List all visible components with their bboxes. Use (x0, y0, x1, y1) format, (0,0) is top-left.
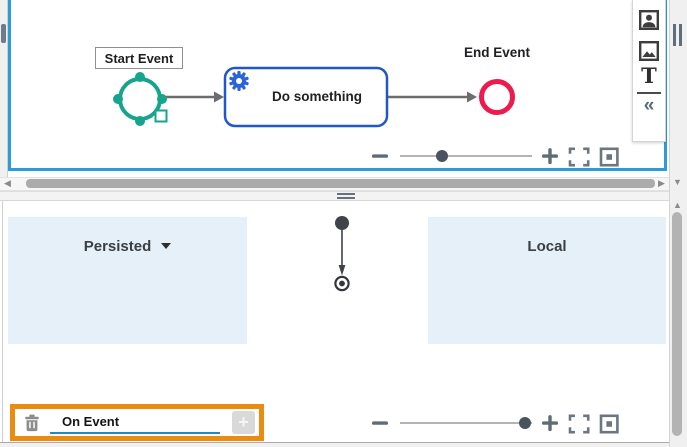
trash-icon[interactable] (24, 414, 40, 432)
diagram-zoombar (372, 147, 619, 167)
user-image-icon[interactable] (639, 10, 659, 30)
panel-bottom-border (0, 442, 669, 443)
task-node[interactable] (223, 66, 389, 128)
events-zoombar (372, 414, 619, 434)
zoom-in-icon[interactable] (542, 415, 558, 432)
gear-icon (229, 71, 249, 91)
scroll-right-arrow-icon[interactable]: ▶ (658, 178, 665, 188)
group-persisted-header[interactable]: Persisted (8, 217, 247, 255)
diagram-panel-border-bottom (8, 168, 667, 171)
event-bar-highlighted[interactable]: On Event + (10, 404, 264, 441)
zoom-in-icon[interactable] (542, 148, 558, 165)
toolbar-divider (637, 92, 661, 94)
zoom-out-icon[interactable] (372, 154, 388, 158)
end-event-node[interactable] (479, 79, 515, 115)
group-persisted-label: Persisted (83, 238, 152, 255)
selection-handle-left[interactable] (113, 94, 123, 104)
left-scrollbar-thumb[interactable] (1, 24, 6, 43)
start-event-label[interactable]: Start Event (95, 47, 183, 69)
sequence-flow-2[interactable] (388, 91, 477, 103)
end-event-label: End Event (463, 45, 530, 60)
scroll-down-arrow-icon[interactable]: ▼ (673, 177, 682, 187)
bottom-gutter (0, 443, 669, 447)
text-icon[interactable]: T (641, 63, 657, 88)
fit-screen-icon[interactable] (568, 147, 590, 167)
selection-handle-bottom[interactable] (135, 116, 145, 126)
right-scrollbar-grip[interactable] (673, 24, 682, 46)
right-scrollbar-thumb[interactable] (672, 212, 682, 436)
zoom-out-icon[interactable] (372, 421, 388, 425)
scroll-up-arrow-icon[interactable]: ▲ (673, 200, 682, 210)
selection-handle-top[interactable] (135, 72, 145, 82)
actual-size-icon[interactable] (599, 414, 619, 434)
fit-screen-icon[interactable] (568, 414, 590, 434)
group-local[interactable]: Local (428, 217, 666, 344)
zoom-slider-thumb[interactable] (436, 150, 448, 162)
collapse-icon[interactable]: « (643, 95, 655, 116)
horizontal-scrollbar-thumb[interactable] (26, 179, 655, 188)
diagram-panel-border-left (8, 0, 11, 171)
diagram-toolbar: T « (632, 0, 666, 142)
scroll-left-arrow-icon[interactable]: ◀ (4, 178, 11, 188)
actual-size-icon[interactable] (599, 147, 619, 167)
image-icon[interactable] (639, 41, 659, 61)
event-name-input[interactable]: On Event (50, 412, 220, 434)
group-local-header[interactable]: Local (428, 217, 666, 255)
events-panel: Persisted Local (0, 201, 669, 447)
zoom-slider-thumb[interactable] (519, 417, 531, 429)
panel-splitter (0, 191, 669, 201)
selection-handle-right[interactable] (157, 94, 167, 104)
event-flow-glyph[interactable] (320, 205, 364, 300)
flow-start-dot[interactable] (335, 216, 349, 230)
add-event-button[interactable]: + (232, 411, 255, 434)
diagram-panel: Start Event Do something End Event (0, 0, 687, 191)
flow-target-icon[interactable] (334, 275, 350, 292)
group-persisted[interactable]: Persisted (8, 217, 247, 344)
dropdown-caret-icon[interactable] (161, 243, 172, 249)
left-scrollbar-track[interactable] (0, 0, 8, 177)
start-event-node[interactable] (113, 72, 168, 126)
splitter-handle-icon[interactable] (337, 193, 355, 199)
group-local-label: Local (527, 238, 567, 255)
flow-arrow-head (338, 265, 346, 276)
events-panel-border (2, 201, 3, 442)
resize-handle[interactable] (154, 109, 168, 123)
task-label: Do something (272, 89, 362, 104)
bpmn-canvas[interactable] (0, 0, 687, 168)
sequence-flow-1[interactable] (164, 91, 224, 103)
